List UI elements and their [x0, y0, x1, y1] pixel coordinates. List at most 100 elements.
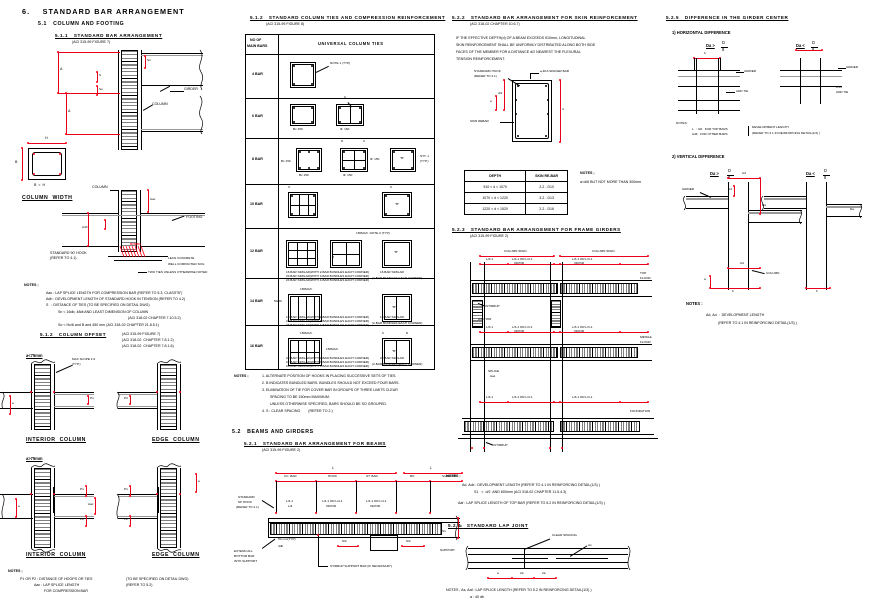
girder-l3-2: L/3-1 OR L/3-1: [512, 257, 533, 261]
note-150max-16: 150MAX.: [300, 331, 313, 335]
dim-dot: [128, 524, 132, 528]
beam-lbl-3: L/4-1 OR L/4-1: [322, 499, 343, 503]
hd2-girder-label: GIRDER: [846, 65, 859, 69]
tie-14bar-b-v: [396, 296, 397, 320]
tie-16bar-b-outer: [382, 338, 412, 366]
interior-column-label-2: INTERIOR COLUMN: [26, 552, 87, 558]
vd2-girder-lower-bot: [826, 216, 862, 218]
vd-girder-lower-grey: [748, 212, 802, 214]
section-5-1-2: 5.1.2 COLUMN OFFSET: [40, 332, 107, 337]
two-ties-label: TWO TIES UNLESS OTHERWISE NOTED: [148, 270, 208, 274]
bund-14c: 26 BAR SIMILAR(WITH 4-BAR BUNDLES EACH C…: [286, 323, 370, 327]
ties-row-div-5: [245, 278, 435, 279]
break-line-top-2: [156, 359, 182, 365]
beam-extend-1: EXTEND ALL: [234, 549, 253, 553]
dim-dot: [486, 576, 490, 580]
dim-dot: [20, 178, 24, 182]
bar-dot: [392, 150, 396, 154]
bar-dot: [384, 194, 388, 198]
beam-ext-1: [276, 481, 277, 513]
hd-girder-label: GIRDER: [744, 69, 757, 73]
ties-notes-header: NOTES ;: [234, 374, 249, 378]
ties-table-hdr-div: [245, 54, 435, 55]
vd-girder-upper-grey: [686, 198, 728, 200]
girder-leader-angle: [159, 85, 170, 92]
lean-concrete-label: LEAN CONCRETE: [168, 256, 195, 260]
beam-supp-label: SUPPORT: [442, 474, 457, 478]
dim-dot: [86, 402, 90, 406]
tie-14bar-a-v1: [298, 296, 299, 320]
offset-edge-col-right: [180, 364, 181, 430]
dim-dot: [394, 511, 398, 515]
beam-stirrup-support: STIRRUP SUPPORT BAR (IF NECESSARY): [330, 564, 393, 568]
beam-dim-line-L2: [404, 473, 462, 474]
skin-table-notes-hdr: NOTES ;: [580, 171, 595, 175]
cap-bundle-12: (2-BAR BUNDLES EACH CORNER): [372, 276, 423, 280]
dim-dot: [732, 184, 736, 188]
eq-den-1: 8: [722, 47, 725, 52]
dim-dot: [618, 262, 622, 266]
dowel-label: DOWEL: [130, 242, 142, 246]
dim-dot: [548, 446, 552, 450]
ties-note-3: 3. ELIMINATION OF TIE FOR COVER BAR IN G…: [262, 388, 398, 392]
girder-mid-l3-1: L/3-1: [486, 325, 494, 329]
note-a: Aac : LAP SPLICE LENGTH FOR COMPRESSION …: [46, 291, 183, 295]
label-b-16bar: "B": [392, 349, 397, 353]
dim-dot: [84, 514, 88, 518]
dim-dot: [618, 330, 622, 334]
lap-bar-bot-2: [468, 568, 628, 570]
offset-rebar-4: [118, 406, 157, 408]
footing-top-left: [62, 213, 118, 214]
eq-le-2: Da <: [806, 171, 815, 176]
tie-10bar-a-h: [290, 205, 316, 206]
label-b-10bar: "B": [395, 202, 400, 206]
hd-brace: [748, 126, 749, 136]
dim-dot: [93, 512, 97, 516]
dim-line-a-v: [58, 52, 59, 94]
dim-dot: [400, 544, 404, 548]
note-c: S : DISTANCE OF TIES (TO BE SPECIFIED ON…: [46, 303, 150, 307]
hd2-dim-b: [796, 50, 822, 51]
b-le-h-label: B < H: [34, 183, 46, 187]
section-5-2-5: 5.2.5 DIFFERENCE IN THE GIRDER CENTER: [666, 15, 789, 20]
dim-dot: [194, 472, 198, 476]
dim-dot: [478, 330, 482, 334]
footing-dim-label: Adh: [82, 225, 88, 229]
bar-dot: [516, 134, 520, 138]
dim-label-a: A: [60, 67, 63, 71]
dim-dot: [478, 400, 482, 404]
girder-span-dim-2: [560, 256, 648, 257]
td-depth-2: 1220 < d < 1520: [463, 203, 527, 215]
lap-splice-mark-2: [512, 558, 548, 560]
beam-lbl-1: L/4-1: [286, 499, 294, 503]
dim-dot: [552, 262, 556, 266]
dim-right-1: [145, 56, 146, 68]
footing-note-1: P1 OR P2 : DISTANCE OF HOOPS OR TIES: [20, 577, 93, 581]
label-b-8bar: "B": [400, 156, 405, 160]
offset-beam-top-2: [118, 392, 157, 393]
vd2-col-right: [826, 182, 828, 290]
beam-cc-label: CC. BAR: [284, 474, 297, 478]
dim-label-h: H: [45, 136, 48, 140]
ties-note-4: 4. S : CLEAR SPACING (REFER TO 2.): [262, 409, 333, 413]
frame-col-left-a: [470, 262, 472, 452]
lean-concrete-line: [108, 256, 168, 257]
eq-den-3: 8: [728, 175, 730, 180]
girder-mid-floor-bot: [470, 360, 652, 362]
dim-dot: [128, 402, 132, 406]
girder-mid-l3-3: L/3-1 OR L/3-1: [572, 325, 593, 329]
beam-ext-2: [316, 481, 317, 513]
skin-dim-a: [496, 96, 497, 110]
eq-num-2: D: [812, 40, 815, 45]
hd-col-right: [718, 58, 720, 114]
skin-dim-label-a: a: [490, 99, 492, 103]
tie-8bar-b-outer: [340, 148, 368, 172]
girder-notes-hdr: NOTES :: [446, 474, 461, 478]
vd-girder-lower-bot: [748, 222, 802, 224]
tie-6bar-a-inner: [292, 106, 314, 124]
offset2-rebar-1: [54, 496, 94, 498]
dim-dot: [732, 194, 736, 198]
dim-a-ge-label: a>75mm: [26, 456, 43, 461]
dim-dot: [95, 84, 99, 88]
eq-den-2: 8: [812, 47, 814, 52]
